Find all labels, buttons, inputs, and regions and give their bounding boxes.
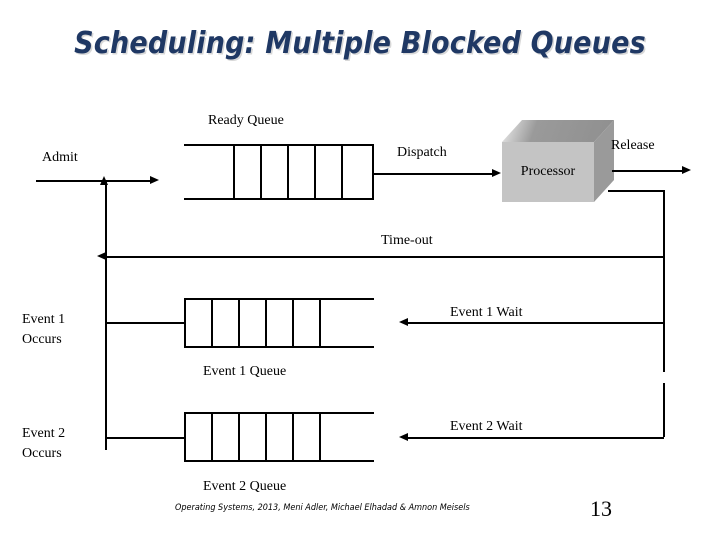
event2-queue-bottom-rail [184, 460, 374, 462]
event1-wait-arrow-line [408, 322, 664, 324]
event2-queue [184, 412, 374, 462]
event2-wait-label: Event 2 Wait [450, 419, 523, 434]
dispatch-arrow-head [492, 169, 501, 177]
timeout-arrow-head [97, 252, 106, 260]
left-return-spine [105, 180, 107, 450]
feedback-spine-upper [663, 190, 665, 372]
event2-occurs-label-line2: Occurs [22, 446, 62, 461]
event1-wait-label: Event 1 Wait [450, 305, 523, 320]
footer-credit: Operating Systems, 2013, Meni Adler, Mic… [175, 503, 470, 513]
event1-queue-divider [292, 298, 294, 348]
ready-queue-divider [287, 144, 289, 200]
event2-queue-label: Event 2 Queue [203, 479, 287, 494]
processor-top-face [502, 120, 614, 142]
event1-queue-bottom-rail [184, 346, 374, 348]
event1-queue-top-rail [184, 298, 374, 300]
page-title: Scheduling: Multiple Blocked Queues [74, 26, 646, 61]
ready-queue-divider [260, 144, 262, 200]
ready-queue-label: Ready Queue [208, 113, 284, 128]
processor-label: Processor [520, 164, 576, 179]
ready-queue-divider [341, 144, 343, 200]
event2-queue-divider [292, 412, 294, 462]
event2-queue-divider [319, 412, 321, 462]
event2-queue-top-rail [184, 412, 374, 414]
processor-box: Processor [502, 120, 614, 202]
processor-right-face [594, 120, 614, 202]
release-arrow-line [612, 170, 684, 172]
event1-queue [184, 298, 374, 348]
event1-queue-divider [319, 298, 321, 348]
ready-queue-divider [372, 144, 374, 200]
admit-arrow-head [150, 176, 159, 184]
event1-queue-divider [238, 298, 240, 348]
admit-label: Admit [42, 150, 78, 165]
event2-queue-divider [265, 412, 267, 462]
ready-queue-divider [233, 144, 235, 200]
timeout-arrow-line [106, 256, 664, 258]
page-number: 13 [590, 496, 612, 521]
event2-occurs-line [106, 437, 186, 439]
ready-queue-bottom-rail [184, 198, 374, 200]
event1-queue-label: Event 1 Queue [203, 364, 287, 379]
left-return-arrow-head [100, 176, 108, 185]
event1-occurs-label-line2: Occurs [22, 332, 62, 347]
event2-queue-divider [184, 412, 186, 462]
timeout-label: Time-out [381, 233, 433, 248]
processor-exit-line [608, 190, 665, 192]
dispatch-label: Dispatch [397, 145, 447, 160]
dispatch-arrow-line [374, 173, 494, 175]
event2-wait-arrow-line [408, 437, 664, 439]
event1-wait-arrow-head [399, 318, 408, 326]
ready-queue [184, 144, 374, 200]
release-arrow-head [682, 166, 691, 174]
ready-queue-divider [314, 144, 316, 200]
event2-queue-divider [238, 412, 240, 462]
release-label: Release [611, 138, 655, 153]
admit-arrow-line [36, 180, 152, 182]
event1-queue-divider [184, 298, 186, 348]
event1-queue-divider [265, 298, 267, 348]
feedback-spine-lower [663, 383, 665, 437]
event1-occurs-label-line1: Event 1 [22, 312, 66, 327]
event2-wait-arrow-head [399, 433, 408, 441]
event1-occurs-line [106, 322, 186, 324]
event2-occurs-label-line1: Event 2 [22, 426, 66, 441]
event1-queue-divider [211, 298, 213, 348]
processor-front-face [502, 142, 594, 202]
event2-queue-divider [211, 412, 213, 462]
ready-queue-top-rail [184, 144, 374, 146]
